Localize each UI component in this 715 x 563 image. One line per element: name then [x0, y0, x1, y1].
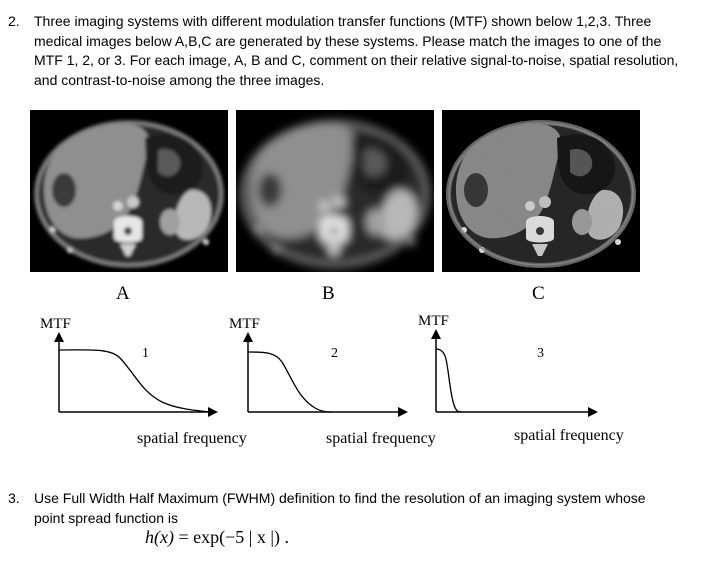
mtf-2-curve — [247, 351, 333, 413]
mtf-1-number: 1 — [142, 346, 149, 361]
question-3-number: 3. — [8, 490, 20, 506]
mtf-3-curve — [435, 348, 463, 413]
image-label-c: C — [532, 283, 545, 304]
question-2: 2. Three imaging systems with different … — [8, 12, 708, 92]
question-3-line-1: Use Full Width Half Maximum (FWHM) defin… — [34, 490, 646, 506]
question-2-line-4: and contrast-to-noise among the three im… — [34, 71, 325, 88]
mtf-2-y-arrow — [243, 332, 253, 342]
mtf-3-y-arrow — [431, 329, 441, 339]
mtf-1-curve — [58, 349, 211, 413]
ct-image-a — [30, 110, 228, 272]
mtf-2-y-label: MTF — [229, 316, 260, 332]
psf-formula-lhs: h(x) — [145, 527, 174, 547]
question-2-number: 2. — [8, 13, 20, 29]
question-2-line-2: medical images below A,B,C are generated… — [34, 32, 662, 49]
question-3-text: Use Full Width Half Maximum (FWHM) defin… — [34, 489, 708, 528]
question-2-line-3: MTF 1, 2, or 3. For each image, A, B and… — [34, 52, 679, 68]
question-2-text: Three imaging systems with different mod… — [34, 12, 708, 90]
mtf-2-x-label: spatial frequency — [326, 430, 436, 447]
mtf-3-x-arrow — [588, 407, 598, 417]
mtf-1-y-arrow — [54, 332, 64, 342]
ct-liver-slice-icon — [445, 119, 637, 269]
question-3: 3. Use Full Width Half Maximum (FWHM) de… — [8, 489, 708, 529]
mtf-3-number: 3 — [537, 346, 544, 361]
ct-liver-slice-icon — [239, 119, 431, 269]
psf-formula-rhs: = exp(−5 | x |) . — [173, 527, 289, 547]
image-label-a: A — [116, 283, 130, 304]
ct-image-b — [236, 110, 434, 272]
mtf-1-x-arrow — [208, 407, 218, 417]
mtf-2-number: 2 — [331, 346, 338, 361]
mtf-3-x-label: spatial frequency — [514, 427, 624, 444]
image-label-b: B — [322, 283, 335, 304]
mtf-3-y-label: MTF — [418, 313, 449, 329]
question-2-line-1: Three imaging systems with different mod… — [34, 13, 652, 29]
ct-liver-slice-icon — [33, 119, 225, 269]
mtf-2-x-arrow — [398, 407, 408, 417]
mtf-plot-1 — [54, 332, 218, 417]
psf-formula: h(x) = exp(−5 | x |) . — [145, 527, 289, 548]
mtf-1-y-label: MTF — [40, 316, 71, 332]
ct-image-c — [442, 110, 640, 272]
mtf-plot-3 — [431, 329, 598, 417]
question-3-line-2: point spread function is — [34, 509, 178, 526]
mtf-1-x-label: spatial frequency — [137, 430, 247, 447]
mtf-plot-2 — [243, 332, 408, 417]
